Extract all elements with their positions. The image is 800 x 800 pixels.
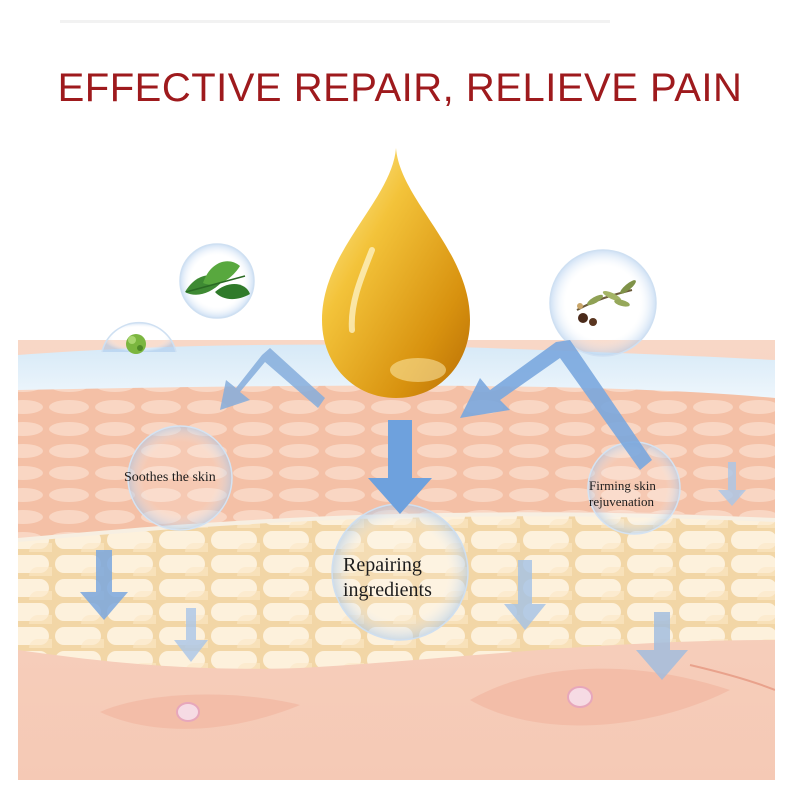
repairing-line-2: ingredients	[343, 579, 432, 601]
oil-drop-icon	[322, 148, 470, 398]
soothes-bubble	[127, 425, 233, 531]
top-rule	[60, 20, 610, 23]
repairing-line-1: Repairing	[343, 554, 422, 576]
flow-arrows	[80, 340, 746, 680]
olive-bubble	[549, 249, 657, 357]
headline-title: EFFECTIVE REPAIR, RELIEVE PAIN	[57, 66, 743, 110]
mint-leaf-icon	[185, 261, 250, 300]
firming-line-1: Firming skin	[589, 478, 656, 493]
firming-line-2: rejuvenation	[589, 494, 654, 510]
soothes-skin-label: Soothes the skin	[124, 470, 216, 485]
repairing-ingredients-label: Repairing ingredients	[343, 553, 432, 603]
olive-branch-icon	[576, 280, 636, 326]
herb-berry-icon	[126, 334, 146, 354]
firming-skin-label: Firming skin rejuvenation	[589, 478, 656, 511]
